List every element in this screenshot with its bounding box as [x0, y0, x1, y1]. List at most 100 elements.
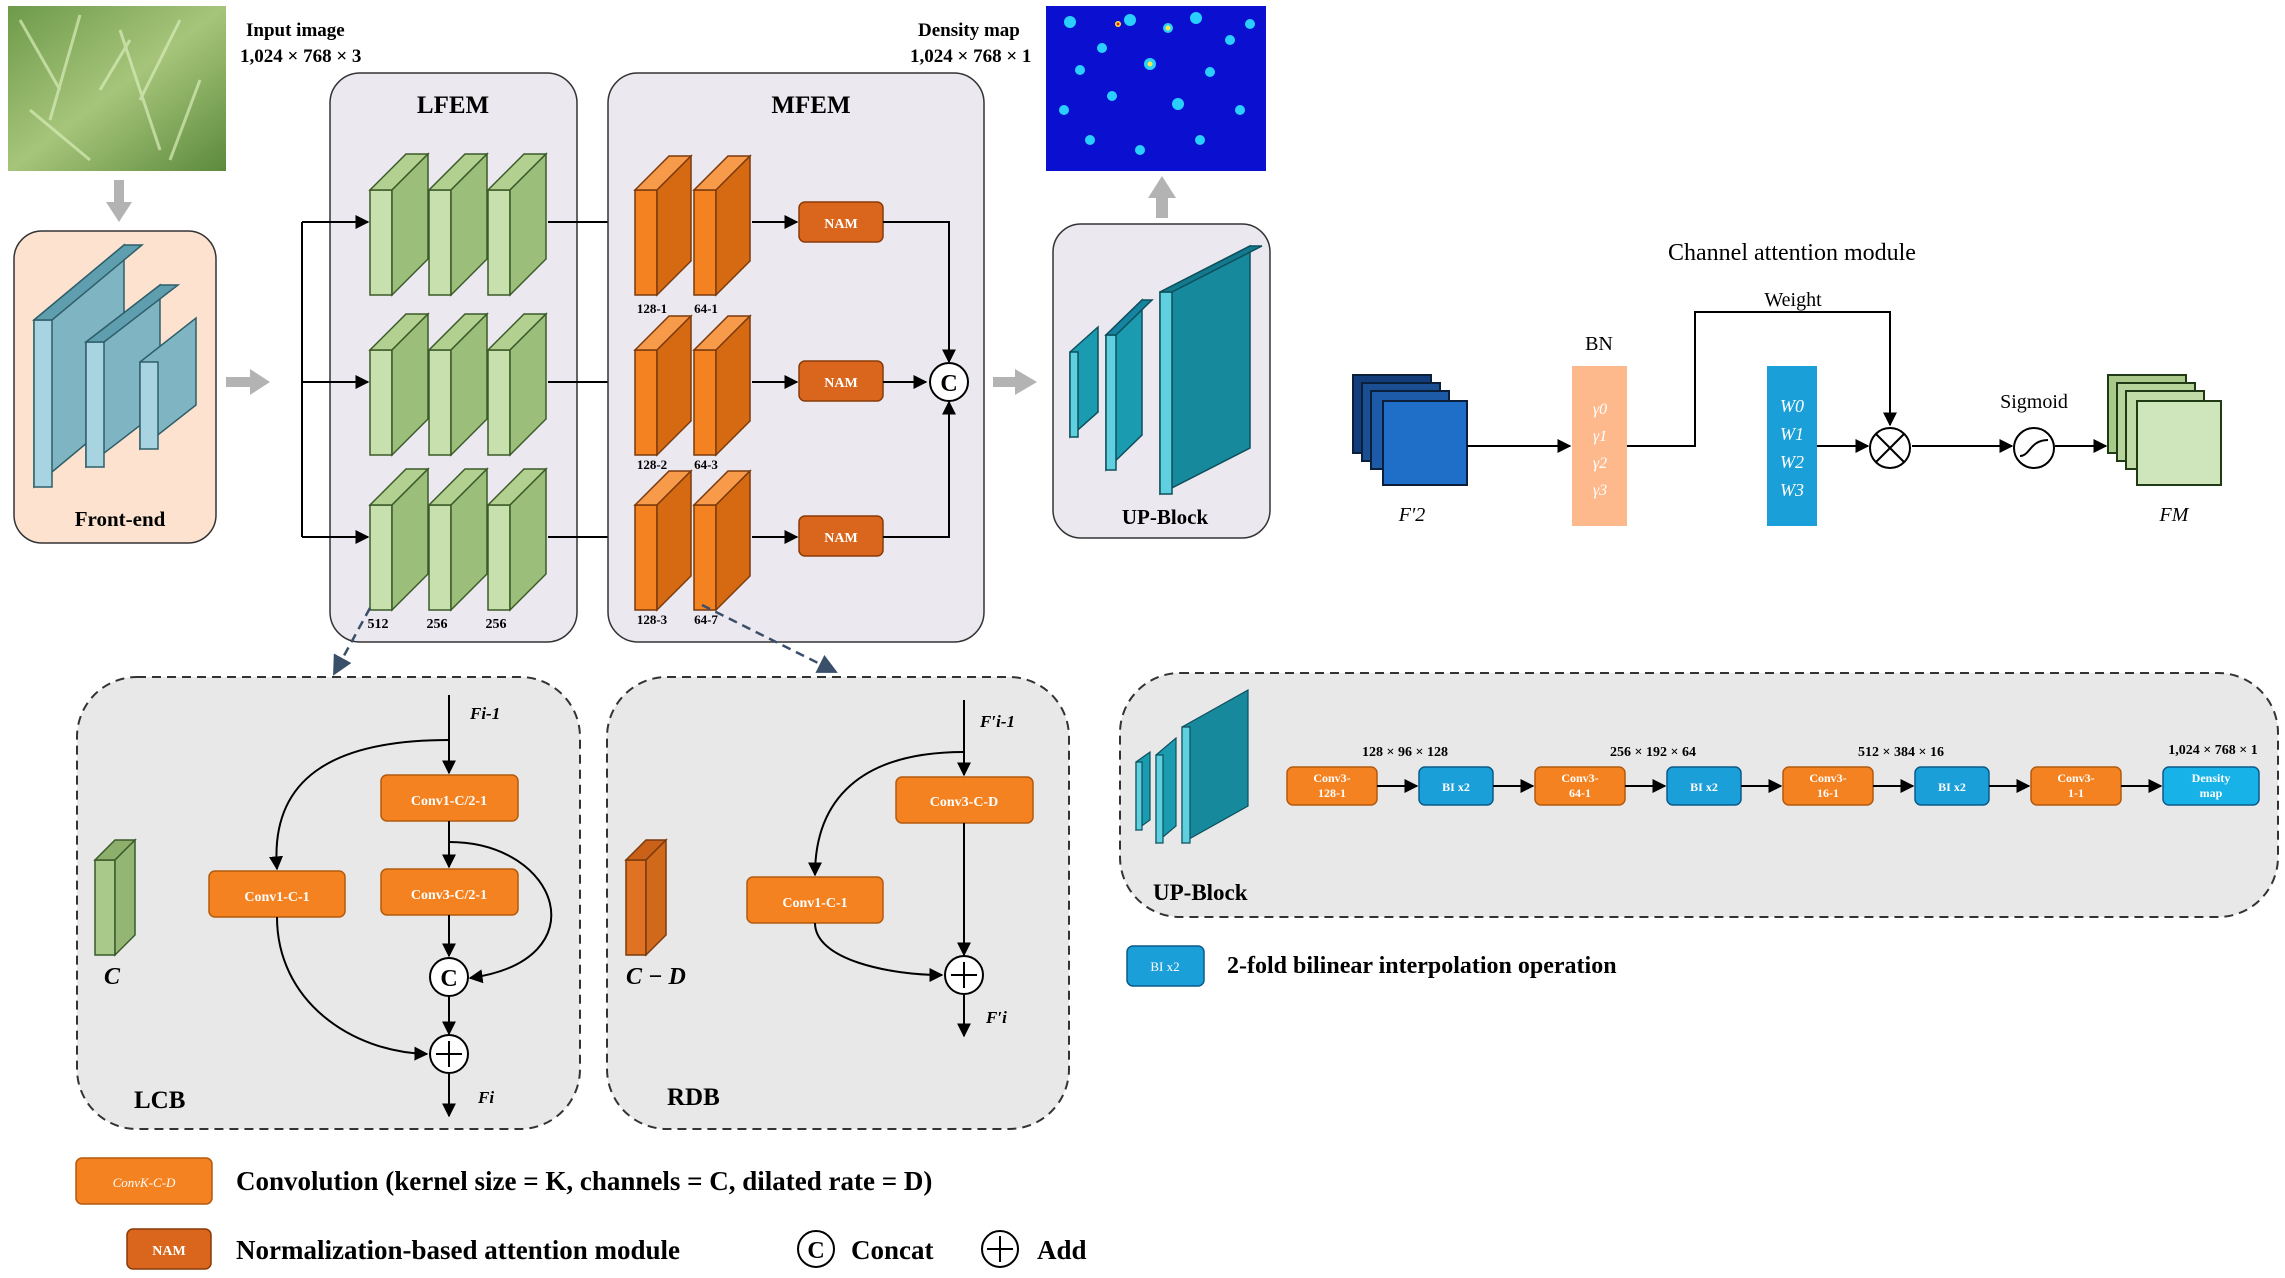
up-bi-box-3: BI x2 — [1914, 766, 1990, 806]
rdb-conv-a: Conv3-C-D — [895, 776, 1034, 824]
svg-text:Conv3-: Conv3- — [1561, 771, 1598, 785]
lfem-label-512: 512 — [368, 617, 389, 632]
lfem-block-3-2 — [427, 467, 489, 612]
up-bi-box-1: BI x2 — [1418, 766, 1494, 806]
svg-text:Conv3-C/2-1: Conv3-C/2-1 — [411, 888, 487, 903]
lfem-block-3-1 — [368, 467, 430, 612]
legend-concat-text: Concat — [851, 1235, 934, 1265]
svg-text:Conv1-C-1: Conv1-C-1 — [782, 896, 847, 911]
upblock-detail-label: UP-Block — [1153, 880, 1248, 905]
lcb-channel-label: C — [104, 964, 121, 990]
lfem-block-1-1 — [368, 152, 430, 297]
rdb-add-icon — [944, 955, 984, 995]
right-arrow-frontend — [226, 369, 270, 395]
svg-text:W0: W0 — [1780, 396, 1804, 416]
svg-text:W1: W1 — [1780, 424, 1804, 444]
svg-text:Conv1-C/2-1: Conv1-C/2-1 — [411, 794, 487, 809]
svg-text:16-1: 16-1 — [1817, 786, 1839, 800]
svg-text:NAM: NAM — [152, 1244, 185, 1259]
up-arrow-upblock — [1148, 176, 1176, 218]
rdb-label: RDB — [667, 1084, 720, 1111]
legend-bi-text: 2-fold bilinear interpolation operation — [1227, 953, 1617, 979]
up-conv-final: Conv3-1-1 — [2030, 766, 2122, 806]
svg-text:Conv3-: Conv3- — [2057, 771, 2094, 785]
lfem-block-2-2 — [427, 312, 489, 457]
density-title: Density map — [918, 20, 1020, 41]
lfem-label-256b: 256 — [486, 617, 507, 632]
up-bi-box-2: BI x2 — [1666, 766, 1742, 806]
density-map-image — [1046, 6, 1266, 171]
mfem-block-1-1 — [633, 154, 693, 297]
svg-text:Density: Density — [2192, 771, 2231, 785]
nam-box-2: NAM — [798, 360, 884, 402]
rdb-input-label: F′i-1 — [979, 712, 1015, 731]
rdb-arrows — [808, 700, 971, 1038]
legend-conv-tag: ConvK-C-D — [75, 1157, 213, 1205]
rdb-output-label: F′i — [985, 1008, 1007, 1027]
mfem-block-2-1 — [633, 314, 693, 457]
right-arrow-mfem — [993, 369, 1037, 395]
mfem-block-3-2 — [692, 469, 752, 612]
svg-text:NAM: NAM — [824, 531, 857, 546]
mfem-title: MFEM — [771, 92, 850, 119]
sigmoid-icon — [2013, 427, 2055, 469]
attention-input-label: F′2 — [1398, 504, 1426, 526]
rdb-channel-label: C − D — [626, 964, 686, 990]
mfem-label-128-1: 128-1 — [637, 301, 667, 316]
lfem-block-2-3 — [486, 312, 548, 457]
lcb-concat-icon: C — [429, 957, 469, 997]
w-bar — [1767, 366, 1817, 526]
input-image — [8, 6, 226, 171]
weight-label: Weight — [1764, 289, 1822, 311]
mfem-label-128-2: 128-2 — [637, 457, 667, 472]
input-image-dims: 1,024 × 768 × 3 — [240, 46, 361, 67]
lfem-block-3-3 — [486, 467, 548, 612]
svg-text:BI x2: BI x2 — [1442, 780, 1470, 794]
down-arrow-1 — [106, 180, 132, 222]
lcb-output-label: Fi — [477, 1088, 494, 1107]
svg-text:BI x2: BI x2 — [1690, 780, 1718, 794]
lfem-block-1-3 — [486, 152, 548, 297]
svg-text:map: map — [2200, 786, 2223, 800]
rdb-channel-block — [624, 838, 668, 957]
svg-text:Conv3-C-D: Conv3-C-D — [930, 795, 998, 810]
svg-text:γ0: γ0 — [1593, 401, 1607, 418]
svg-text:W2: W2 — [1780, 452, 1804, 472]
up-conv-box-2: Conv3-64-1 — [1534, 766, 1626, 806]
up-conv-box-1: Conv3-128-1 — [1286, 766, 1378, 806]
sigmoid-label: Sigmoid — [2000, 391, 2068, 413]
svg-text:BI x2: BI x2 — [1150, 959, 1179, 974]
svg-text:1-1: 1-1 — [2068, 786, 2084, 800]
legend-nam-tag: NAM — [126, 1228, 212, 1270]
multiply-icon — [1869, 427, 1911, 469]
rdb-conv-b: Conv1-C-1 — [746, 876, 884, 924]
frontend-label: Front-end — [75, 507, 166, 531]
nam-box-3: NAM — [798, 515, 884, 557]
svg-text:64-1: 64-1 — [1569, 786, 1591, 800]
lfem-input-branches — [301, 215, 370, 544]
mfem-label-64-3: 64-3 — [694, 457, 718, 472]
rdb-dashed-link — [701, 603, 838, 674]
legend-bi-tag: BI x2 — [1126, 945, 1205, 987]
lcb-dashed-link — [332, 607, 372, 676]
attention-output-label: FM — [2159, 504, 2190, 526]
mfem-internal-arrows — [752, 215, 956, 544]
density-dims: 1,024 × 768 × 1 — [910, 46, 1031, 67]
bn-gammas: γ0 γ1 γ2 γ3 — [1593, 401, 1607, 499]
up-dims-3: 512 × 384 × 16 — [1858, 745, 1944, 760]
mfem-label-128-3: 128-3 — [637, 612, 668, 627]
mfem-label-64-1: 64-1 — [694, 301, 718, 316]
svg-text:γ2: γ2 — [1593, 455, 1607, 472]
lfem-title: LFEM — [417, 92, 489, 119]
svg-text:C: C — [440, 966, 457, 992]
mfem-block-2-2 — [692, 314, 752, 457]
attention-input-stack — [1352, 374, 1468, 486]
lcb-conv-c: Conv1-C-1 — [208, 870, 346, 918]
bn-label: BN — [1585, 333, 1613, 355]
lfem-blocks — [368, 152, 548, 612]
svg-text:γ1: γ1 — [1593, 428, 1607, 445]
legend-add-icon — [981, 1230, 1019, 1268]
lcb-channel-block — [93, 838, 137, 957]
upblock-label: UP-Block — [1122, 505, 1209, 529]
nam-box-1: NAM — [798, 201, 884, 243]
